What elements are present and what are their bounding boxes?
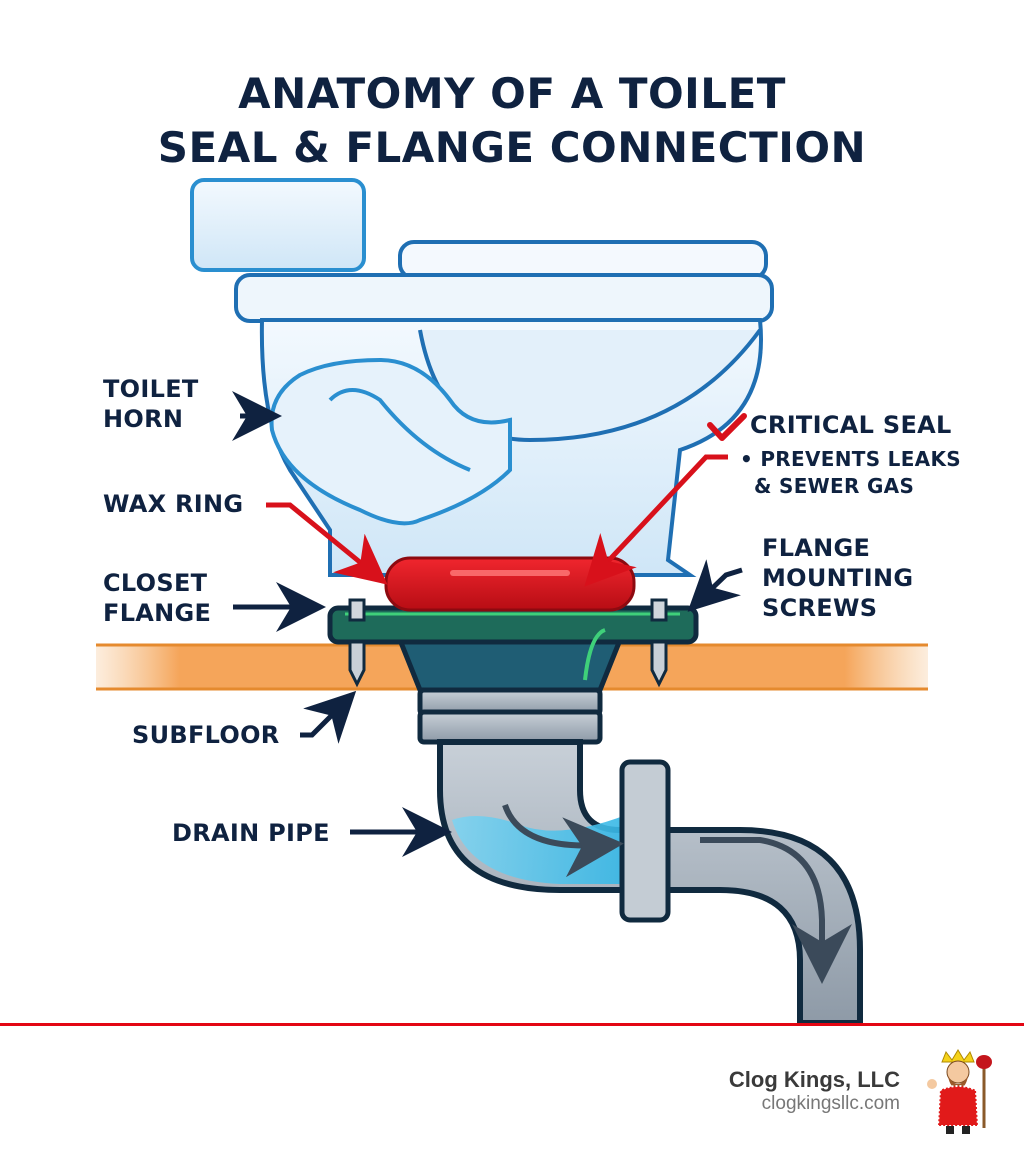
- label-subfloor: SUBFLOOR: [132, 721, 280, 749]
- king-mascot-logo: [927, 1049, 992, 1134]
- label-toilet-horn: TOILET HORN: [103, 374, 199, 434]
- label-flange-screws-line-3: SCREWS: [762, 594, 878, 622]
- checkmark-icon: [707, 413, 747, 441]
- label-toilet-horn-line-2: HORN: [103, 405, 184, 433]
- footer-divider: [0, 1023, 1024, 1026]
- company-name: Clog Kings, LLC: [728, 1067, 900, 1092]
- brand-block: Clog Kings, LLC clogkingsllc.com: [729, 1067, 900, 1115]
- toilet-seat-rim: [234, 273, 774, 323]
- critical-seal-bullet-line-2: & SEWER GAS: [754, 474, 915, 498]
- label-toilet-horn-line-1: TOILET: [103, 375, 199, 403]
- closet-flange: [327, 605, 699, 693]
- toilet-lid: [398, 240, 768, 280]
- subfloor-arrow: [300, 690, 357, 744]
- label-flange-screws-line-1: FLANGE: [762, 534, 871, 562]
- label-wax-ring: WAX RING: [103, 490, 244, 518]
- label-drain-pipe: DRAIN PIPE: [172, 819, 330, 847]
- flange-mounting-screw-left: [348, 598, 366, 688]
- critical-seal-bullet-line-1: • PREVENTS LEAKS: [740, 447, 961, 471]
- critical-seal-arrow: [584, 454, 728, 587]
- diagram-title-line-1: ANATOMY OF A TOILET: [238, 69, 786, 118]
- toilet-tank: [190, 178, 366, 272]
- toilet-cross-section-illustration: [96, 178, 928, 1026]
- flange-screws-arrow: [687, 559, 743, 612]
- wax-ring-arrow: [266, 502, 388, 585]
- diagram-title-line-2: SEAL & FLANGE CONNECTION: [157, 123, 867, 172]
- label-flange-mounting-screws: FLANGE MOUNTING SCREWS: [762, 533, 913, 623]
- label-critical-seal: CRITICAL SEAL: [750, 411, 952, 439]
- flange-mounting-screw-right: [650, 598, 668, 688]
- company-website: clogkingsllc.com: [761, 1093, 900, 1114]
- label-critical-seal-bullet: • PREVENTS LEAKS & SEWER GAS: [740, 446, 961, 500]
- label-closet-flange-line-1: CLOSET: [103, 569, 208, 597]
- wax-ring: [384, 556, 636, 612]
- label-closet-flange-line-2: FLANGE: [103, 599, 212, 627]
- label-flange-screws-line-2: MOUNTING: [762, 564, 914, 592]
- label-closet-flange: CLOSET FLANGE: [103, 568, 211, 628]
